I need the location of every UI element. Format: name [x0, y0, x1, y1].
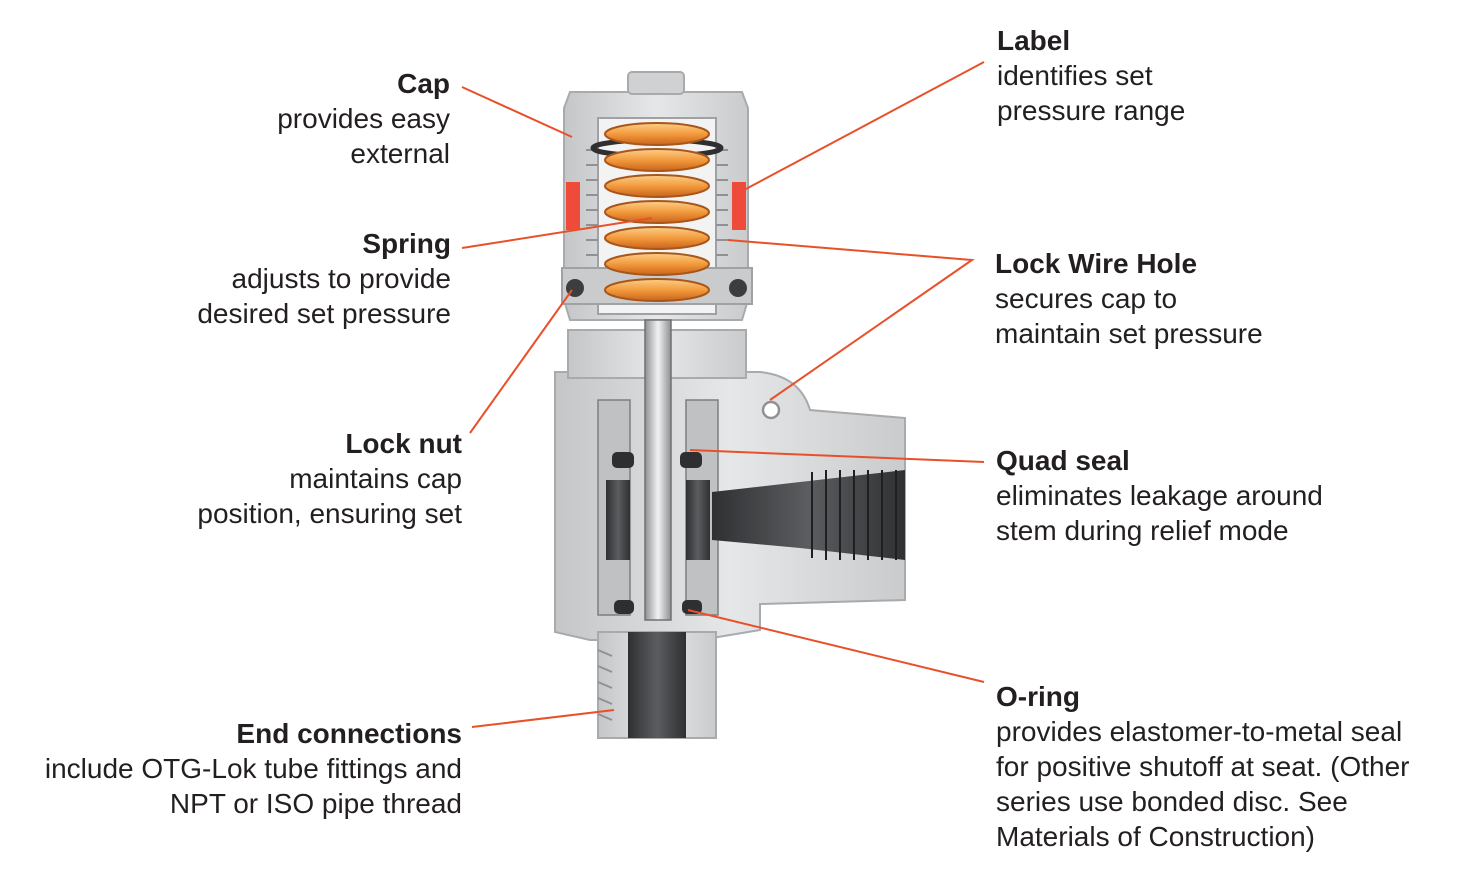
callout-o-ring-line-3: series use bonded disc. See: [996, 786, 1348, 817]
end-connection: [597, 631, 717, 739]
leader-end-connections: [471, 709, 615, 728]
callout-cap-line-2: external: [350, 138, 450, 169]
callout-lock-wire-hole-title: Lock Wire Hole: [995, 248, 1198, 279]
callout-lock-nut: Lock nut maintains cap position, ensurin…: [197, 426, 462, 531]
callout-quad-seal-line-2: stem during relief mode: [996, 515, 1289, 546]
callout-quad-seal-line-1: eliminates leakage around: [996, 480, 1323, 511]
o-ring-left: [614, 600, 634, 614]
callout-end-connections-title: End connections: [236, 718, 462, 749]
side-port: [712, 470, 905, 560]
callout-label-line-2: pressure range: [997, 95, 1186, 126]
callout-spring-line-2: desired set pressure: [197, 298, 451, 329]
leader-o-ring: [687, 609, 985, 683]
callout-spring-title: Spring: [362, 228, 451, 259]
callout-label-title: Label: [997, 25, 1071, 56]
callout-lock-nut-line-1: maintains cap: [289, 463, 462, 494]
leader-cap: [461, 86, 573, 138]
label-band-right: [732, 182, 746, 230]
callout-spring-line-1: adjusts to provide: [231, 263, 451, 294]
leader-lock-nut: [469, 289, 573, 434]
callout-cap: Cap provides easy external: [277, 66, 450, 171]
callout-o-ring-title: O-ring: [996, 681, 1080, 712]
callout-o-ring-line-4: Materials of Construction): [996, 821, 1316, 852]
callout-end-connections-line-2: NPT or ISO pipe thread: [169, 788, 462, 819]
callout-end-connections-line-1: include OTG-Lok tube fittings and: [44, 753, 462, 784]
leader-label: [743, 61, 985, 191]
lock-nut-dark-right: [729, 279, 747, 297]
stem: [644, 319, 672, 621]
quad-seal-left: [612, 452, 634, 468]
callout-cap-line-1: provides easy: [277, 103, 450, 134]
lock-wire-hole: [761, 400, 781, 420]
callout-lock-nut-title: Lock nut: [345, 428, 462, 459]
callout-cap-title: Cap: [397, 68, 450, 99]
leader-lines: [461, 61, 985, 728]
leader-spring: [461, 217, 653, 249]
callout-spring: Spring adjusts to provide desired set pr…: [197, 226, 451, 331]
spring: [604, 122, 710, 302]
leader-lock-wire-hole: [727, 239, 975, 401]
quad-seal-right: [680, 452, 702, 468]
callout-lock-wire-hole-line-2: maintain set pressure: [995, 318, 1263, 349]
callout-o-ring: O-ring provides elastomer-to-metal seal …: [996, 679, 1409, 854]
leader-quad-seal: [689, 449, 985, 463]
callout-label: Label identifies set pressure range: [997, 23, 1185, 128]
callout-end-connections: End connections include OTG-Lok tube fit…: [45, 716, 462, 821]
callout-label-line-1: identifies set: [997, 60, 1153, 91]
callout-lock-wire-hole: Lock Wire Hole secures cap to maintain s…: [995, 246, 1263, 351]
o-ring-right: [682, 600, 702, 614]
callout-quad-seal-title: Quad seal: [996, 445, 1130, 476]
callout-lock-nut-line-2: position, ensuring set: [197, 498, 462, 529]
label-band-left: [566, 182, 580, 230]
callout-o-ring-line-2: for positive shutoff at seat. (Other: [996, 751, 1410, 782]
seal-stack: [597, 399, 719, 616]
callout-quad-seal: Quad seal eliminates leakage around stem…: [996, 443, 1323, 548]
callout-lock-wire-hole-line-1: secures cap to: [995, 283, 1178, 314]
callout-o-ring-line-1: provides elastomer-to-metal seal: [996, 716, 1403, 747]
